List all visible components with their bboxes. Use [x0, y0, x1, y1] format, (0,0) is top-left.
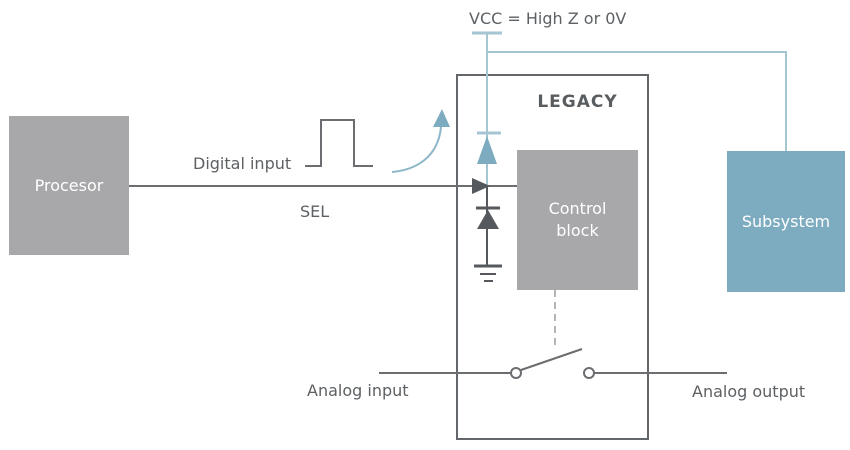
switch-contact-right [583, 367, 595, 379]
vcc-subsystem-wire [487, 51, 787, 151]
subsystem-block: Subsystem [727, 151, 845, 292]
switch-contact-left [510, 367, 522, 379]
sel-arrowhead-icon [472, 178, 490, 194]
teal-diode-icon [477, 136, 497, 164]
curved-arrow [391, 126, 442, 173]
digital-input-label: Digital input [193, 154, 292, 173]
legacy-box-outline [456, 74, 649, 440]
analog-input-label: Analog input [307, 381, 409, 400]
control-block-label: Control block [548, 199, 607, 240]
switch-lever [520, 348, 583, 371]
dark-diode-icon [477, 210, 499, 229]
vcc-label: VCC = High Z or 0V [469, 9, 627, 28]
analog-output-label: Analog output [692, 382, 806, 401]
pulse-waveform [305, 119, 373, 167]
legacy-label: LEGACY [537, 92, 618, 112]
subsystem-block-label: Subsystem [741, 211, 831, 231]
processor-block: Procesor [9, 116, 129, 255]
control-block: Control block [517, 150, 638, 290]
sel-label: SEL [300, 202, 330, 221]
processor-block-label: Procesor [34, 175, 104, 195]
curved-arrow-head-icon [433, 109, 450, 127]
